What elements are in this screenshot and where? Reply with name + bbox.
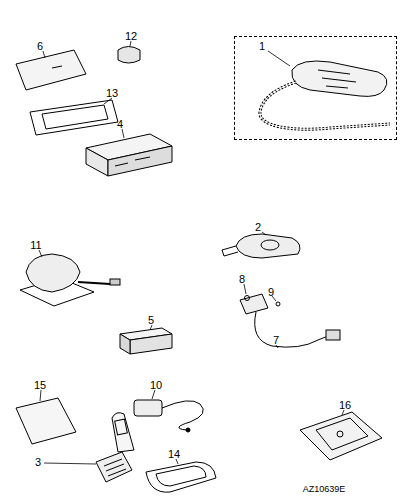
callout-number: 7 bbox=[273, 335, 279, 346]
callout-number: 2 bbox=[255, 222, 261, 233]
frame-drawing bbox=[30, 100, 118, 135]
booklet-drawing bbox=[16, 398, 76, 444]
callout-number: 11 bbox=[30, 240, 41, 251]
tray-drawing bbox=[146, 462, 216, 492]
callout-number: 14 bbox=[168, 449, 180, 460]
callout-number: 6 bbox=[37, 41, 43, 52]
harness-drawing bbox=[240, 294, 340, 347]
callout-number: 12 bbox=[125, 31, 137, 42]
callout-number: 8 bbox=[239, 274, 245, 285]
charger-drawing bbox=[134, 400, 203, 432]
module-drawing bbox=[86, 134, 172, 176]
clip-drawing bbox=[118, 47, 140, 64]
phone-drawing bbox=[96, 413, 134, 482]
handset-drawing bbox=[260, 61, 390, 129]
callout-number: 4 bbox=[117, 119, 123, 130]
callout-number: 1 bbox=[259, 41, 265, 52]
callout-number: 13 bbox=[106, 88, 118, 99]
callout-number: 10 bbox=[150, 380, 162, 391]
callout-number: 5 bbox=[148, 315, 154, 326]
callout-number: 3 bbox=[35, 457, 41, 468]
cradle-drawing bbox=[300, 412, 382, 460]
callout-number: 9 bbox=[268, 287, 274, 298]
antenna-drawing bbox=[20, 254, 120, 306]
figure-code: AZ10639E bbox=[303, 485, 346, 494]
callout-number: 15 bbox=[34, 380, 46, 391]
callout-box: 1 bbox=[234, 36, 397, 140]
callout-number: 16 bbox=[339, 400, 351, 411]
leader-lines bbox=[39, 41, 344, 464]
control-unit-drawing bbox=[120, 328, 172, 354]
key-fob-drawing bbox=[222, 234, 300, 258]
cover-plate-drawing bbox=[16, 50, 86, 90]
